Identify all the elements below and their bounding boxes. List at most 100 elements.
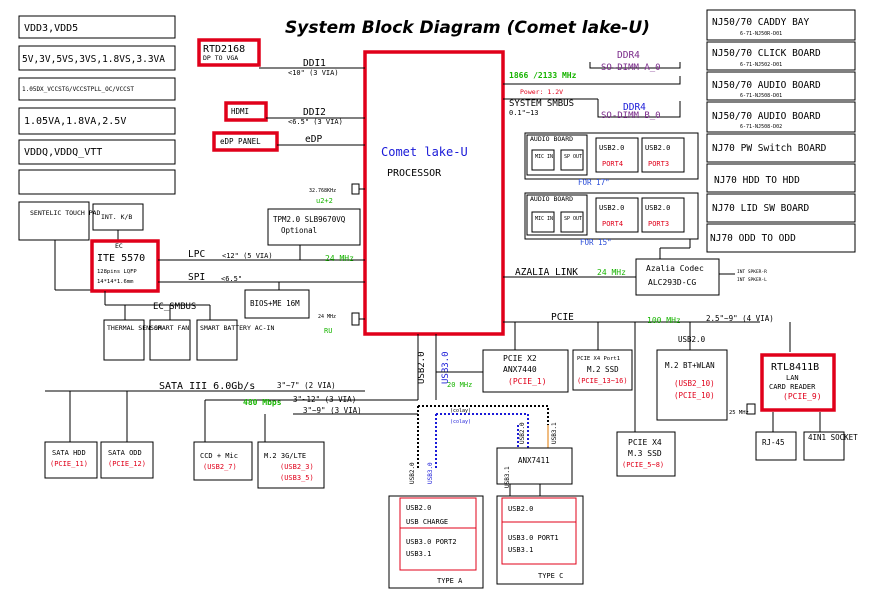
svg-text:USB CHARGE: USB CHARGE — [406, 518, 448, 526]
svg-text:CARD READER: CARD READER — [769, 383, 816, 391]
svg-text:NJ70 ODD TO ODD: NJ70 ODD TO ODD — [710, 233, 796, 244]
svg-text:(PCIE_10): (PCIE_10) — [674, 391, 715, 400]
svg-text:INT. K/B: INT. K/B — [101, 213, 132, 221]
svg-text:PCIE X4 Port1: PCIE X4 Port1 — [577, 356, 620, 362]
svg-text:DDI1: DDI1 — [303, 58, 326, 69]
svg-text:RU: RU — [324, 327, 332, 335]
svg-text:PCIE X2: PCIE X2 — [503, 354, 537, 363]
svg-text:M.2 3G/LTE: M.2 3G/LTE — [264, 452, 306, 460]
svg-text:(PCIE_12): (PCIE_12) — [108, 460, 146, 468]
svg-text:DDI2: DDI2 — [303, 107, 326, 118]
svg-text:USB2.0: USB2.0 — [599, 204, 624, 212]
svg-text:eDP: eDP — [305, 134, 322, 145]
svg-text:2.5"~9" (4 VIA): 2.5"~9" (4 VIA) — [706, 314, 774, 323]
svg-text:PCIE X4: PCIE X4 — [628, 438, 662, 447]
svg-text:PCIE: PCIE — [551, 312, 574, 323]
svg-text:SATA III 6.0Gb/s: SATA III 6.0Gb/s — [159, 381, 255, 392]
svg-text:NJ70 HDD TO HDD: NJ70 HDD TO HDD — [714, 175, 800, 186]
edp-panel-box — [212, 131, 279, 152]
svg-text:(PCIE_13~16): (PCIE_13~16) — [577, 377, 628, 385]
svg-text:CCD + Mic: CCD + Mic — [200, 452, 238, 460]
board-list: NJ50/70 CADDY BAY 6-71-NJ50R-D01 NJ50/70… — [706, 9, 856, 253]
svg-text:USB3.1: USB3.1 — [406, 550, 431, 558]
svg-text:NJ50/70 AUDIO BOARD: NJ50/70 AUDIO BOARD — [712, 111, 821, 122]
svg-text:3"~12" (3 VIA): 3"~12" (3 VIA) — [293, 395, 356, 404]
rj45-box — [755, 431, 797, 461]
svg-text:SYSTEM SMBUS: SYSTEM SMBUS — [509, 99, 574, 109]
audio-board-17: AUDIO BOARD MIC IN SP OUT USB2.0 PORT4 U… — [524, 132, 699, 187]
svg-text:<6.5": <6.5" — [221, 275, 242, 283]
svg-text:LAN: LAN — [786, 374, 799, 382]
svg-text:(colay): (colay) — [450, 419, 471, 425]
svg-text:SATA HDD: SATA HDD — [52, 449, 86, 457]
svg-text:ANX7440: ANX7440 — [503, 365, 537, 374]
cpu-box — [363, 50, 505, 336]
svg-text:USB3.0: USB3.0 — [441, 351, 451, 384]
wlan-box — [656, 349, 728, 421]
audio-board-15: AUDIO BOARD MIC IN SP OUT USB2.0 PORT4 U… — [524, 192, 699, 247]
sata-hdd-box — [44, 441, 98, 479]
svg-text:PORT4: PORT4 — [602, 160, 623, 168]
svg-text:6-71-NJ508-D02: 6-71-NJ508-D02 — [740, 124, 782, 130]
svg-text:AZALIA LINK: AZALIA LINK — [515, 267, 578, 278]
touchpad-box — [18, 201, 90, 241]
svg-text:USB3.1: USB3.1 — [504, 466, 511, 488]
bios-box — [244, 289, 310, 319]
svg-text:24 MHz: 24 MHz — [597, 268, 626, 277]
svg-text:Azalia Codec: Azalia Codec — [646, 264, 704, 273]
svg-text:Optional: Optional — [281, 226, 317, 235]
type-c-box — [496, 495, 584, 585]
ec-box — [90, 239, 160, 293]
svg-text:u2+2: u2+2 — [316, 197, 333, 205]
svg-text:480 Mbps: 480 Mbps — [243, 398, 282, 407]
svg-text:SMART FAN: SMART FAN — [154, 324, 189, 332]
svg-text:(USB2_10): (USB2_10) — [674, 379, 715, 388]
svg-text:EC: EC — [115, 242, 123, 250]
svg-text:USB2.0: USB2.0 — [519, 422, 526, 444]
svg-text:EC_SMBUS: EC_SMBUS — [153, 302, 196, 312]
svg-text:AUDIO BOARD: AUDIO BOARD — [530, 135, 573, 143]
svg-text:SENTELIC TOUCH PAD: SENTELIC TOUCH PAD — [30, 209, 101, 217]
svg-text:<12" (5 VIA): <12" (5 VIA) — [222, 252, 273, 260]
svg-text:M.3 SSD: M.3 SSD — [628, 449, 662, 458]
svg-text:NJ70 PW Switch BOARD: NJ70 PW Switch BOARD — [712, 143, 827, 154]
power-rails: VDD3,VDD5 5V,3V,5VS,3VS,1.8VS,3.3VA 1.05… — [18, 15, 176, 195]
svg-text:USB2.0: USB2.0 — [417, 351, 427, 384]
svg-text:INT SPKER-L: INT SPKER-L — [737, 277, 767, 283]
codec-box — [635, 258, 720, 296]
hdmi-box — [224, 101, 268, 122]
svg-text:USB2.0: USB2.0 — [409, 462, 416, 484]
svg-text:LPC: LPC — [188, 249, 205, 260]
rail-3: 1.05VA,1.8VA,2.5V — [24, 116, 126, 127]
svg-text:100 MHz: 100 MHz — [647, 316, 681, 325]
svg-text:INT SPKER-R: INT SPKER-R — [737, 269, 767, 275]
rtl8411b-box — [760, 353, 836, 412]
ssd2-box — [616, 431, 676, 477]
svg-text:SMART BATTERY AC-IN: SMART BATTERY AC-IN — [200, 324, 274, 332]
svg-text:25 MHz: 25 MHz — [729, 410, 749, 416]
svg-text:FOR 17": FOR 17" — [578, 178, 610, 187]
cpu-sub: PROCESSOR — [387, 168, 442, 179]
svg-text:128pins LQFP: 128pins LQFP — [97, 269, 137, 275]
type-a-box — [388, 495, 484, 589]
svg-text:Power: 1.2V: Power: 1.2V — [520, 88, 563, 96]
svg-text:(USB2_3): (USB2_3) — [280, 463, 314, 471]
svg-text:BIOS+ME 16M: BIOS+ME 16M — [250, 299, 300, 308]
svg-text:20 MHz: 20 MHz — [447, 381, 472, 389]
svg-text:PORT3: PORT3 — [648, 220, 669, 228]
svg-text:(USB2_7): (USB2_7) — [203, 463, 237, 471]
svg-text:RJ-45: RJ-45 — [762, 438, 785, 447]
svg-text:DP TO VGA: DP TO VGA — [203, 54, 238, 62]
thermal-box — [103, 319, 145, 361]
svg-text:USB3.1: USB3.1 — [508, 546, 533, 554]
svg-text:ITE 5570: ITE 5570 — [97, 253, 145, 264]
svg-text:ALC293D-CG: ALC293D-CG — [648, 278, 696, 287]
svg-text:SP OUT: SP OUT — [564, 216, 582, 222]
tpm-box — [267, 208, 361, 246]
rail-1: 5V,3V,5VS,3VS,1.8VS,3.3VA — [22, 54, 165, 65]
sata-odd-box — [100, 441, 154, 479]
svg-text:4IN1 SOCKET: 4IN1 SOCKET — [808, 433, 858, 442]
svg-text:USB3.0 PORT2: USB3.0 PORT2 — [406, 538, 457, 546]
svg-text:<6.5" (3 VIA): <6.5" (3 VIA) — [288, 118, 343, 126]
svg-text:(PCIE_11): (PCIE_11) — [50, 460, 88, 468]
